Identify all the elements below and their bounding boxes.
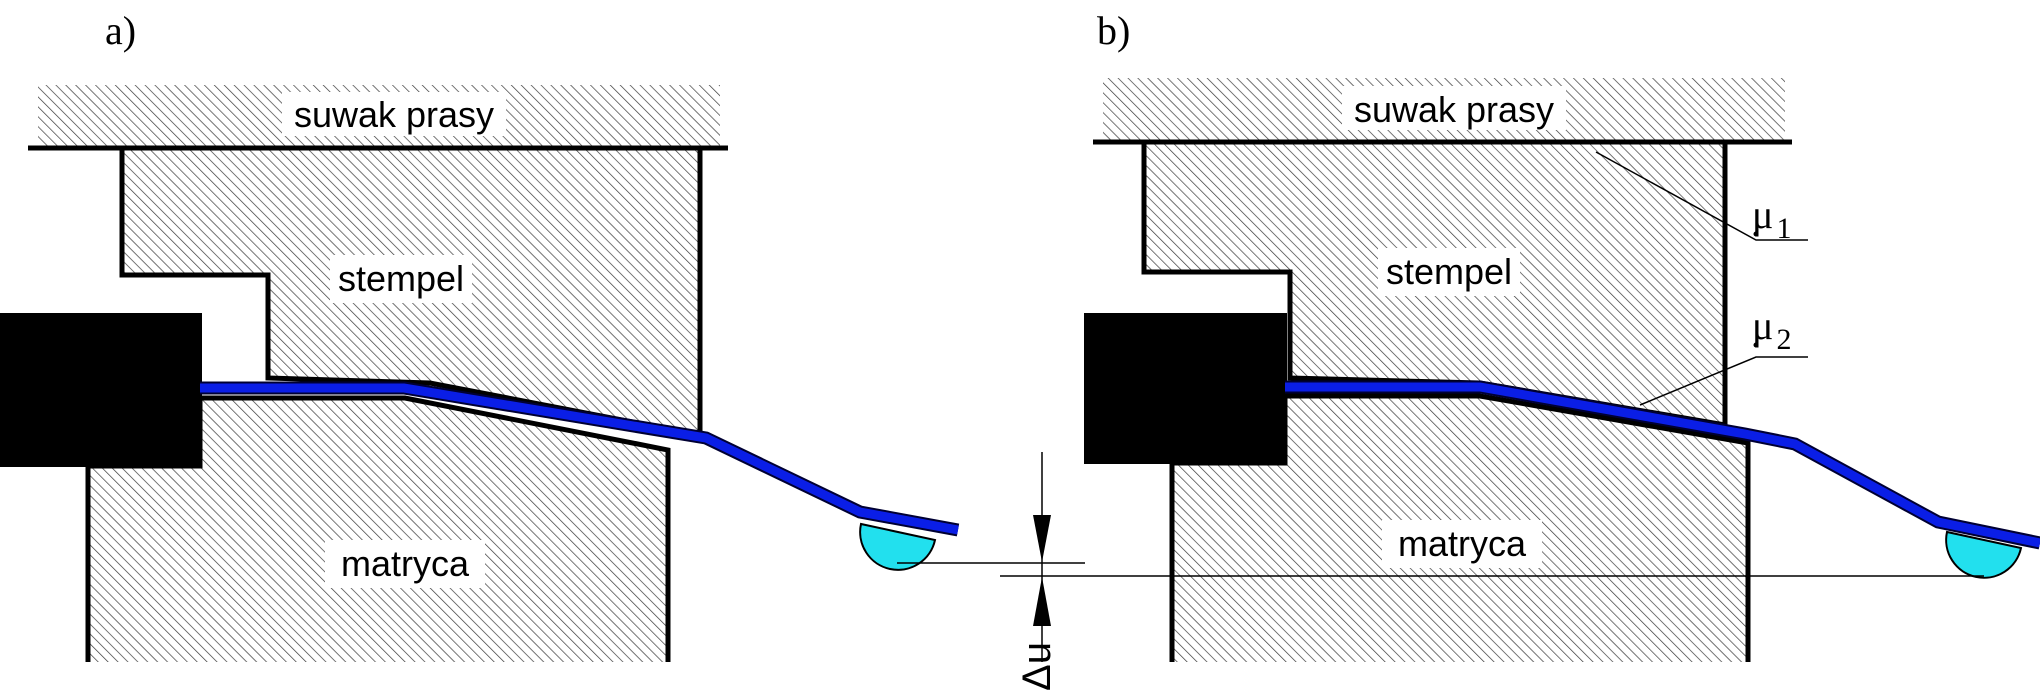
panel-a: a) suwak prasy stempel matryca bbox=[0, 8, 960, 662]
mu1-symbol: μ bbox=[1752, 192, 1773, 237]
slide-label-a: suwak prasy bbox=[294, 94, 494, 135]
slide-label-bg-b bbox=[1342, 86, 1566, 130]
mu2-leader bbox=[1639, 356, 1808, 406]
blank-holder-a bbox=[0, 313, 202, 467]
arrow-up bbox=[1033, 577, 1051, 626]
blank-holder-b bbox=[1084, 313, 1287, 464]
punch-label-a: stempel bbox=[338, 258, 464, 299]
die-label-a: matryca bbox=[341, 543, 470, 584]
mu2-symbol: μ bbox=[1752, 303, 1773, 348]
punch-label-bg-a bbox=[330, 255, 472, 303]
slide-label-bg-a bbox=[282, 92, 506, 136]
sheet-b bbox=[1285, 382, 2040, 548]
support-ball-b bbox=[1945, 530, 2023, 579]
die-label-bg-b bbox=[1382, 520, 1542, 568]
punch-label-bg-b bbox=[1378, 248, 1520, 296]
delta-u-dimension: Δu bbox=[897, 452, 1984, 691]
slide-label-b: suwak prasy bbox=[1354, 89, 1554, 130]
panel-a-label: a) bbox=[105, 8, 136, 53]
punch-label-b: stempel bbox=[1386, 251, 1512, 292]
sheet-a bbox=[200, 383, 959, 535]
mu1-leader bbox=[1595, 151, 1808, 241]
panel-b-label: b) bbox=[1097, 8, 1130, 53]
die-a bbox=[88, 398, 668, 662]
die-label-b: matryca bbox=[1398, 523, 1527, 564]
delta-u-label: Δu bbox=[1015, 642, 1059, 691]
mu1-subscript: 1 bbox=[1776, 212, 1791, 245]
mu2-dot bbox=[1753, 342, 1759, 348]
mu2-subscript: 2 bbox=[1776, 323, 1791, 356]
die-label-bg-a bbox=[325, 540, 485, 588]
arrow-down bbox=[1033, 515, 1051, 562]
support-ball-a bbox=[859, 522, 937, 571]
mu1-dot bbox=[1753, 231, 1759, 237]
